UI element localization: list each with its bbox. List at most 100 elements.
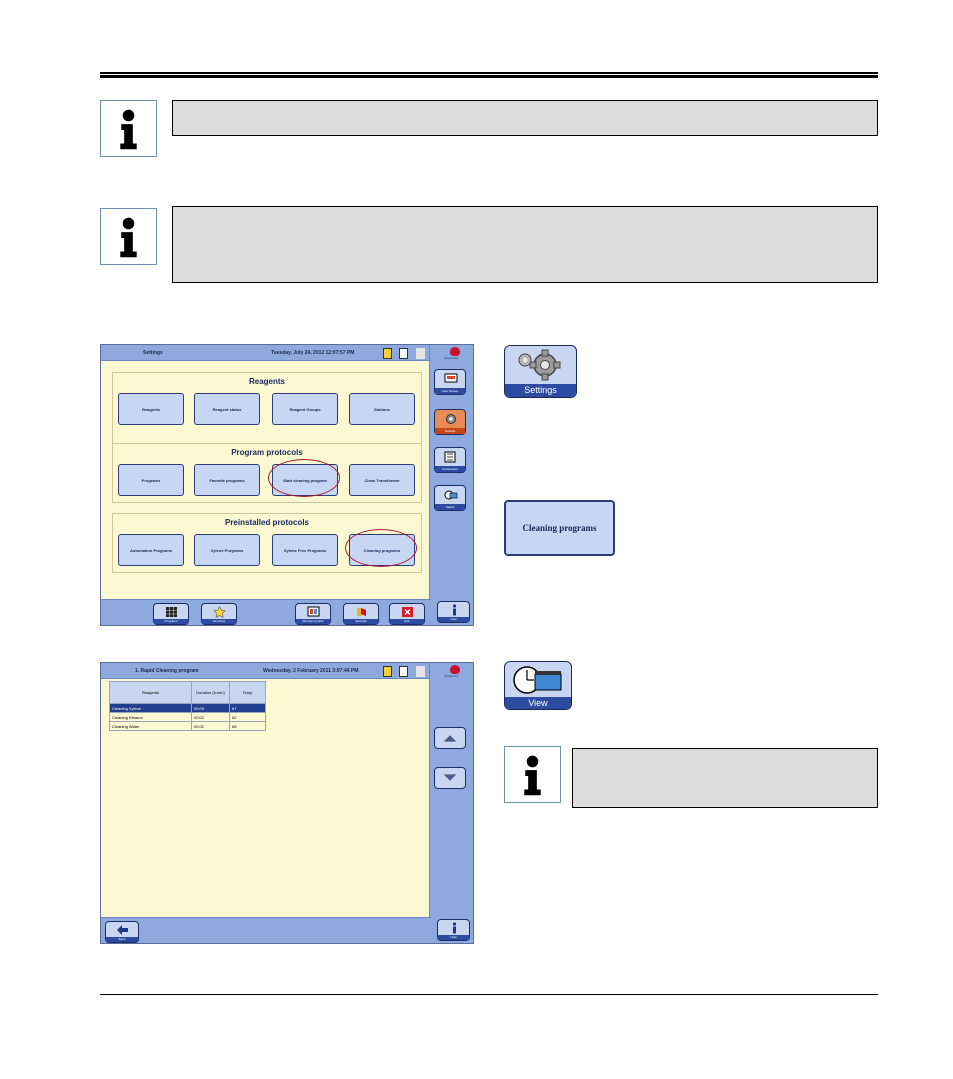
- specials-button[interactable]: Specials: [343, 603, 379, 625]
- bottom-button-label: Programs: [154, 619, 188, 624]
- programs-button[interactable]: Programs: [118, 464, 184, 496]
- view-icon: [444, 490, 458, 500]
- table-row[interactable]: Cleaning Xylene 00:05 67: [109, 703, 266, 713]
- group-title: Preinstalled protocols: [224, 518, 310, 527]
- table-cell: 67: [229, 703, 266, 713]
- view-button-label: View: [505, 697, 571, 709]
- table-cell: Cleaning Xylene: [109, 703, 192, 713]
- stations-button[interactable]: Stations: [349, 393, 415, 425]
- favorite-programs-button[interactable]: Favorite programs: [194, 464, 260, 496]
- close-icon: [402, 607, 413, 617]
- column-header: Temp: [229, 681, 266, 704]
- arrow-left-icon: [117, 925, 128, 935]
- xylene-free-programs-button[interactable]: Xylene Free Programs: [272, 534, 338, 566]
- lock-icon: [416, 666, 425, 677]
- star-icon: [213, 606, 226, 618]
- table-row[interactable]: Cleaning Ethanol 00:02 62: [109, 712, 266, 722]
- bottom-bar: Back: [101, 917, 431, 943]
- automation-programs-button[interactable]: Automation Programs: [118, 534, 184, 566]
- header-rule: [100, 72, 878, 78]
- table-cell: 00:01: [191, 721, 230, 731]
- reagent-groups-button[interactable]: Reagent Groups: [272, 393, 338, 425]
- clean-transformer-button[interactable]: Clean Transformer: [349, 464, 415, 496]
- arrow-down-icon: [443, 774, 457, 781]
- bottom-button-label: Back: [106, 937, 138, 942]
- cleaning-steps-table: Reagents Duration (h:min) Temp Cleaning …: [109, 681, 266, 731]
- bottom-button-label: Favorites: [202, 619, 236, 624]
- screen-title: Settings: [143, 350, 163, 356]
- side-button-label: Settings: [435, 428, 465, 434]
- reagent-status-button[interactable]: Reagent status: [194, 393, 260, 425]
- arrow-up-icon: [443, 735, 457, 742]
- window-icon: [399, 348, 408, 359]
- parameters-button[interactable]: Parameters: [434, 447, 466, 473]
- note-box: [572, 748, 878, 808]
- column-header: Reagents: [109, 681, 192, 704]
- gear-icon: [518, 349, 561, 381]
- highlight-ring: [345, 529, 417, 567]
- list-icon: [444, 451, 456, 463]
- table-cell: 65: [229, 721, 266, 731]
- bottom-button-label: Specials: [344, 619, 378, 624]
- heart-icon: [450, 665, 460, 674]
- user-label: Supervisor: [444, 674, 459, 678]
- side-button-label: Parameters: [435, 466, 465, 472]
- reagents-button[interactable]: Reagents: [118, 393, 184, 425]
- view-button[interactable]: View: [504, 661, 572, 710]
- settings-button-label: Settings: [505, 384, 576, 397]
- bottom-button-label: Remote monitor: [296, 619, 330, 624]
- table-cell: 00:02: [191, 712, 230, 722]
- table-row[interactable]: Cleaning Water 00:01 65: [109, 721, 266, 731]
- programs-bottom-button[interactable]: Programs: [153, 603, 189, 625]
- table-cell: Cleaning Ethanol: [109, 712, 192, 722]
- help-button[interactable]: Help: [437, 601, 470, 623]
- side-bar: Supervisor: [429, 663, 473, 943]
- table-cell: 00:05: [191, 703, 230, 713]
- settings-button[interactable]: Settings: [504, 345, 577, 398]
- info-icon: [100, 100, 157, 157]
- help-button[interactable]: Help: [437, 919, 470, 941]
- grid-icon: [166, 607, 177, 617]
- monitor-icon: [307, 606, 320, 617]
- bottom-button-label: Exit: [390, 619, 424, 624]
- gear-icon: [446, 414, 456, 424]
- back-button[interactable]: Back: [105, 921, 139, 943]
- settings-side-button[interactable]: Settings: [434, 409, 466, 435]
- info-icon: [452, 604, 457, 616]
- bottom-bar: Programs Favorites Remote monitor Specia…: [101, 599, 431, 625]
- window-icon: [399, 666, 408, 677]
- screen-title-bar: Settings Tuesday, July 24, 2012 12:07:57…: [101, 345, 431, 361]
- column-header: Duration (h:min): [191, 681, 230, 704]
- table-cell: Cleaning Water: [109, 721, 192, 731]
- screen-datetime: Wednesday, 2 February 2011 3:07:44 PM: [263, 668, 359, 674]
- side-button-label: User Screen: [435, 388, 465, 394]
- lock-icon: [416, 348, 425, 359]
- status-button[interactable]: Status: [434, 485, 466, 511]
- program-protocols-group: Program protocols Programs Favorite prog…: [112, 443, 422, 503]
- monitor-icon: [444, 373, 458, 383]
- group-title: Reagents: [248, 377, 285, 386]
- exit-button[interactable]: Exit: [389, 603, 425, 625]
- screen-datetime: Tuesday, July 24, 2012 12:07:57 PM: [271, 350, 355, 356]
- info-icon: [100, 208, 157, 265]
- user-screen-button[interactable]: User Screen: [434, 369, 466, 395]
- side-button-label: Status: [435, 504, 465, 510]
- info-icon: [452, 922, 457, 934]
- scroll-down-button[interactable]: [434, 767, 466, 789]
- view-icon: [513, 666, 562, 694]
- remote-monitor-button[interactable]: Remote monitor: [295, 603, 331, 625]
- special-icon: [357, 608, 366, 616]
- user-label: Supervisor: [444, 356, 459, 360]
- folder-icon: [383, 666, 392, 677]
- scroll-up-button[interactable]: [434, 727, 466, 749]
- bottom-button-label: Help: [438, 617, 469, 622]
- group-title: Program protocols: [231, 448, 303, 457]
- favorites-button[interactable]: Favorites: [201, 603, 237, 625]
- screen-title: 1. Rapid Cleaning program: [135, 668, 199, 674]
- note-box: [172, 100, 878, 136]
- xylene-programs-button[interactable]: Xylene Programs: [194, 534, 260, 566]
- cleaning-programs-button[interactable]: Cleaning programs: [504, 500, 615, 556]
- folder-icon: [383, 348, 392, 359]
- heart-icon: [450, 347, 460, 356]
- info-icon: [504, 746, 561, 803]
